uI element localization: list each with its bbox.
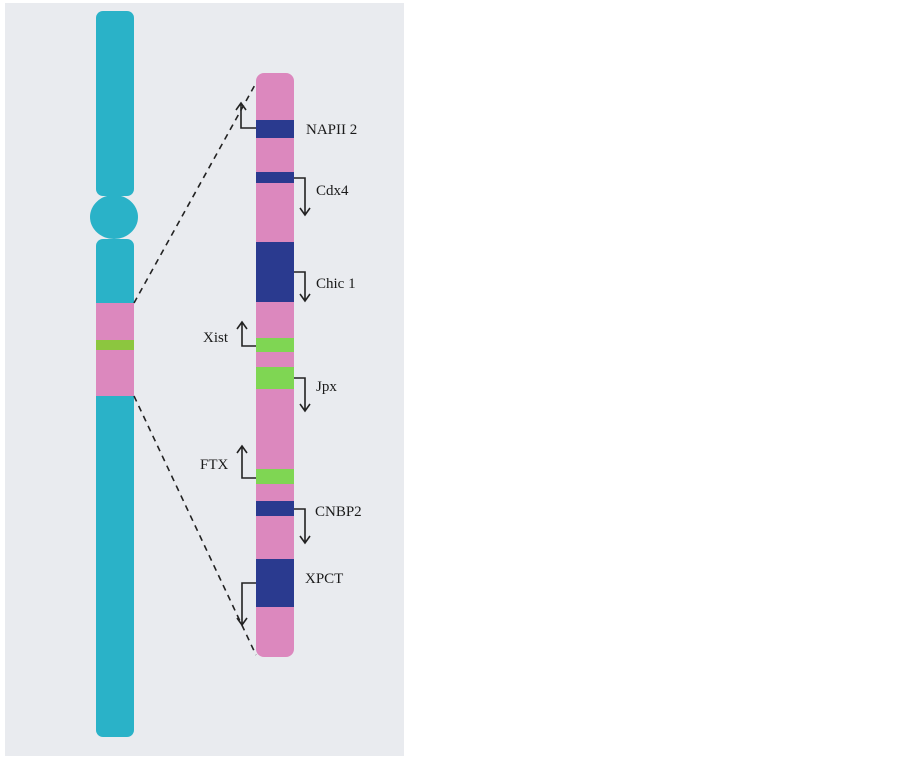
arrow-chic1 bbox=[294, 271, 311, 303]
label-jpx: Jpx bbox=[316, 379, 337, 395]
band-cdx4 bbox=[256, 172, 294, 183]
label-cdx4: Cdx4 bbox=[316, 183, 349, 199]
arrow-cnbp2 bbox=[294, 508, 311, 545]
arrow-napii2 bbox=[235, 101, 256, 129]
label-napii2: NAPII 2 bbox=[306, 122, 357, 138]
band-napii2 bbox=[256, 120, 294, 138]
arrows bbox=[235, 101, 311, 627]
arrow-cdx4 bbox=[294, 177, 311, 217]
arrow-xist bbox=[236, 320, 256, 347]
arrow-xpct bbox=[236, 582, 256, 627]
chromosome-short-arm bbox=[96, 11, 134, 196]
chromosome-xic-band bbox=[96, 340, 134, 350]
label-cnbp2: CNBP2 bbox=[315, 504, 362, 520]
diagram-background bbox=[5, 3, 404, 756]
band-chic1 bbox=[256, 242, 294, 302]
zoom-line-bottom bbox=[133, 395, 257, 656]
band-cnbp2 bbox=[256, 501, 294, 516]
label-xpct: XPCT bbox=[305, 571, 343, 587]
zoom-line-top bbox=[133, 82, 257, 304]
enlarged-region bbox=[256, 73, 294, 657]
label-xist: Xist bbox=[203, 330, 229, 346]
band-jpx bbox=[256, 367, 294, 389]
band-ftx bbox=[256, 469, 294, 484]
gene-labels: NAPII 2 Cdx4 Chic 1 Xist Jpx FTX CNBP2 X… bbox=[200, 122, 362, 587]
label-ftx: FTX bbox=[200, 457, 229, 473]
band-xist bbox=[256, 338, 294, 352]
centromere bbox=[90, 195, 138, 239]
chromosome bbox=[90, 11, 138, 737]
arrow-ftx bbox=[236, 444, 256, 479]
band-xpct bbox=[256, 559, 294, 607]
label-chic1: Chic 1 bbox=[316, 276, 356, 292]
arrow-jpx bbox=[294, 377, 311, 413]
